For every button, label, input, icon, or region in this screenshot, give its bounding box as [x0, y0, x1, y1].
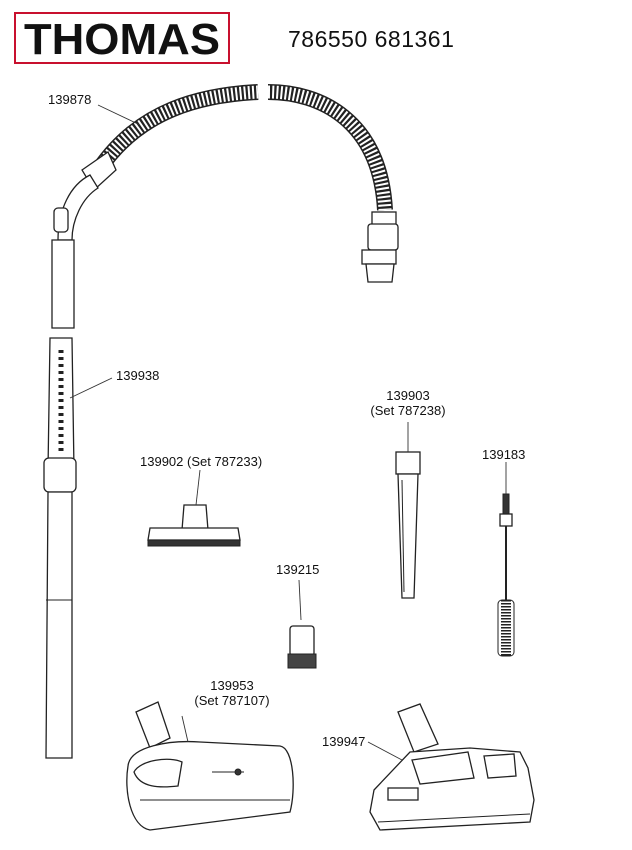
floor-nozzle-drawing	[369, 703, 535, 831]
label-upholstery-nozzle: 139902 (Set 787233)	[140, 454, 263, 469]
dusting-brush-drawing	[287, 625, 317, 669]
leader-tube	[69, 377, 113, 399]
crevice-tool-drawing	[395, 451, 421, 599]
leader-upholstery-nozzle	[195, 469, 201, 506]
turbo-brush-drawing	[126, 701, 294, 831]
label-crevice-tool-note: (Set 787238)	[370, 403, 446, 418]
label-dusting-brush: 139215	[276, 562, 320, 577]
label-turbo-brush: 139953 (Set 787107)	[184, 678, 280, 708]
cleaning-brush-drawing	[497, 493, 515, 657]
hose-drawing	[51, 84, 399, 329]
logo-text: THOMAS	[24, 15, 220, 62]
leader-floor-nozzle	[367, 741, 403, 761]
leader-hose	[97, 104, 141, 126]
label-turbo-brush-note: (Set 787107)	[194, 693, 270, 708]
label-floor-nozzle: 139947	[322, 734, 366, 749]
label-crevice-tool-number: 139903	[386, 388, 430, 403]
label-hose: 139878	[48, 92, 92, 107]
label-tube: 139938	[116, 368, 160, 383]
label-turbo-brush-number: 139953	[210, 678, 254, 693]
label-crevice-tool: 139903 (Set 787238)	[360, 388, 456, 418]
leader-dusting-brush	[298, 579, 302, 621]
label-cleaning-brush: 139183	[482, 447, 526, 462]
upholstery-nozzle-drawing	[147, 504, 241, 547]
thomas-logo: THOMAS	[14, 12, 230, 64]
leader-turbo-brush	[181, 715, 189, 743]
tube-drawing	[43, 337, 77, 759]
model-numbers: 786550 681361	[288, 26, 455, 52]
